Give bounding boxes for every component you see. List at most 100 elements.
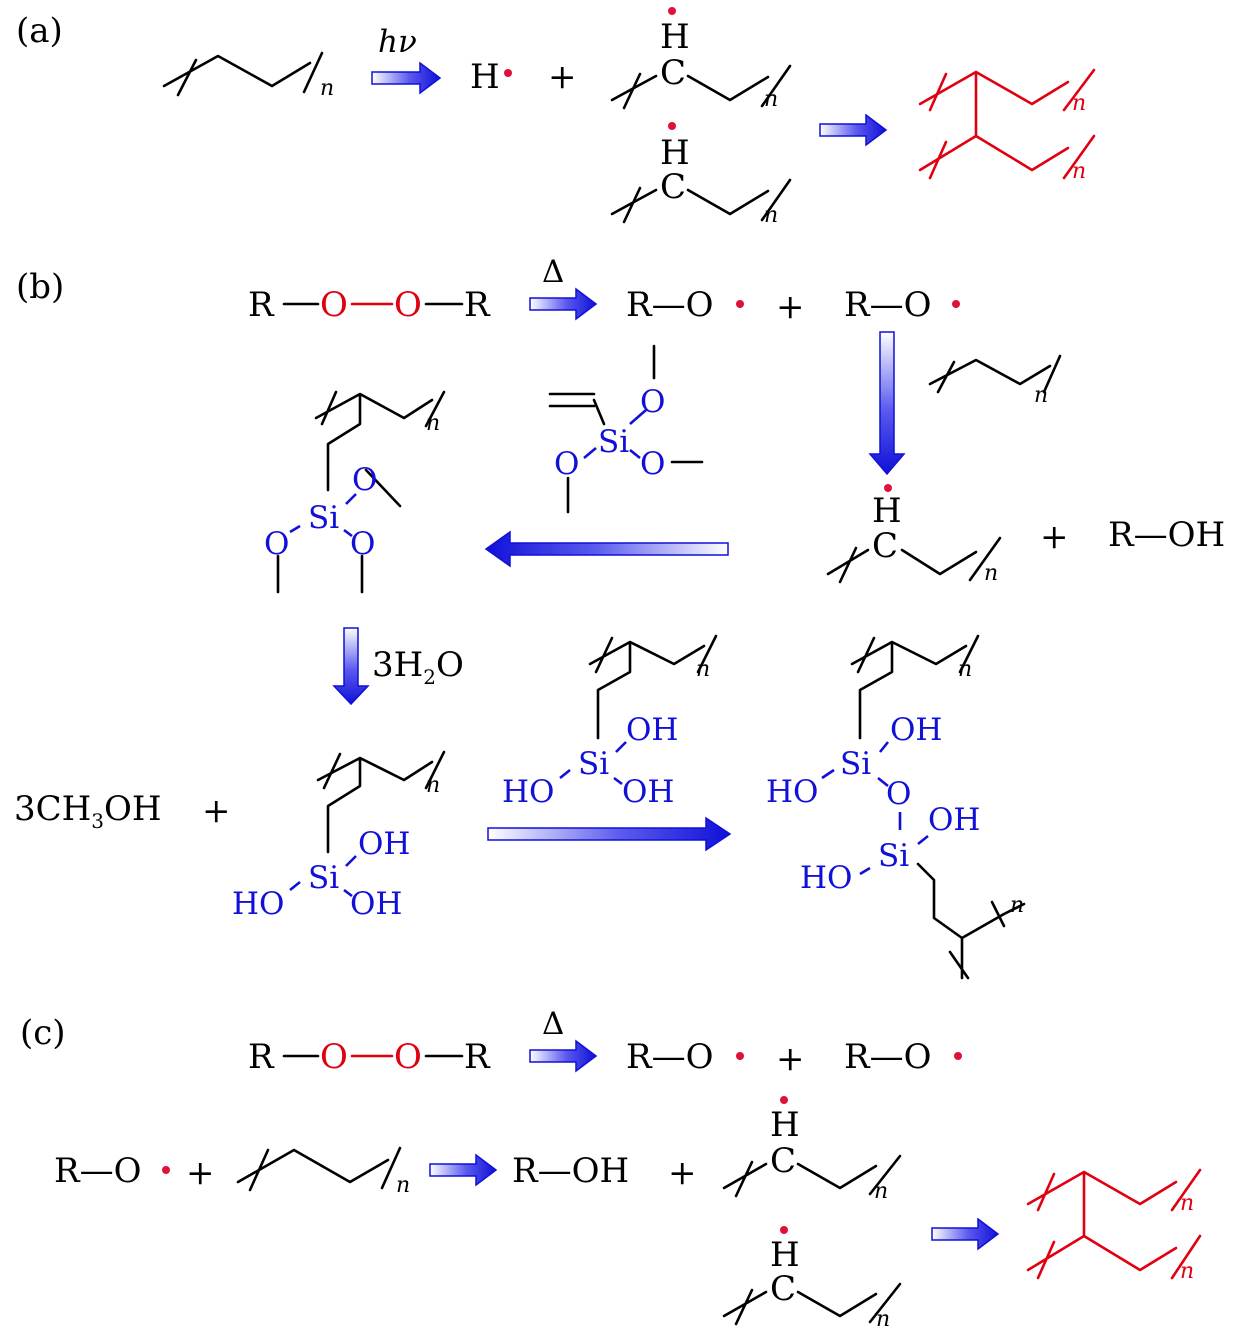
alkoxy-radical: R—O bbox=[626, 1037, 713, 1077]
hydroxyl: HO bbox=[232, 886, 284, 922]
hydroxyl: OH bbox=[358, 826, 410, 862]
hydroxyl: HO bbox=[502, 774, 554, 810]
oxygen-atom: O bbox=[320, 285, 348, 325]
arrow-hydrolysis bbox=[332, 627, 370, 706]
methanol-subscript: 3 bbox=[91, 809, 104, 833]
alkoxy-radical: R—O bbox=[626, 285, 713, 325]
polyethylene-b: n bbox=[928, 354, 1062, 408]
n-subscript: n bbox=[1010, 893, 1024, 918]
hv-label: hν bbox=[378, 24, 417, 60]
hydroxyl: OH bbox=[626, 712, 678, 748]
methanol-label: 3CH3OH bbox=[14, 789, 162, 833]
panel-label-c: (c) bbox=[20, 1013, 66, 1053]
radical-dot bbox=[952, 300, 960, 308]
peroxide-b: R O O R bbox=[248, 285, 491, 325]
c-atom: C bbox=[660, 53, 686, 93]
c-atom: C bbox=[872, 526, 898, 566]
n-subscript: n bbox=[1072, 91, 1086, 116]
radical-chain-c2: H C n bbox=[722, 1226, 902, 1332]
plus-sign: + bbox=[1040, 517, 1069, 557]
plus-sign: + bbox=[776, 287, 805, 327]
alkoxy-radical: R—O bbox=[844, 1037, 931, 1077]
arrow-left-b bbox=[484, 530, 729, 568]
h-atom: H bbox=[770, 1105, 800, 1145]
silicon-atom: Si bbox=[578, 746, 609, 782]
hydroxyl: HO bbox=[766, 774, 818, 810]
hydroxyl: OH bbox=[622, 774, 674, 810]
arrow-abstraction-c bbox=[429, 1153, 498, 1187]
panel-label-b: (b) bbox=[16, 267, 64, 307]
polyethylene-a1: n bbox=[162, 51, 334, 101]
oxygen-atom: O bbox=[394, 1037, 422, 1077]
water-subscript: 2 bbox=[423, 665, 436, 689]
alcohol-product: R—OH bbox=[512, 1151, 629, 1191]
oxygen-atom: O bbox=[320, 1037, 348, 1077]
methanol-coef: 3CH bbox=[14, 789, 91, 829]
silicon-atom: Si bbox=[598, 424, 629, 460]
arrow-down-b bbox=[868, 331, 906, 476]
radical-chain-b: H C n bbox=[826, 484, 1002, 586]
oxygen-atom: O bbox=[350, 526, 375, 562]
r-group: R bbox=[464, 285, 491, 325]
r-group: R bbox=[248, 1037, 275, 1077]
arrow-heat-c bbox=[529, 1039, 598, 1073]
water-coef: 3H bbox=[372, 645, 423, 685]
radical-dot bbox=[780, 1096, 788, 1104]
radical-dot bbox=[668, 7, 676, 15]
radical-dot bbox=[736, 300, 744, 308]
peroxide-c: R O O R bbox=[248, 1037, 491, 1077]
silanol-graft-1: n Si OH HO OH bbox=[232, 750, 446, 922]
silicon-atom: Si bbox=[878, 838, 909, 874]
plus-sign: + bbox=[202, 791, 231, 831]
alkoxy-radical: R—O bbox=[844, 285, 931, 325]
alkoxy-radical: R—O bbox=[54, 1151, 141, 1191]
n-subscript: n bbox=[1072, 159, 1086, 184]
oxygen-atom: O bbox=[352, 462, 377, 498]
n-subscript: n bbox=[396, 1173, 410, 1198]
h-atom: H bbox=[660, 17, 690, 57]
arrow-crosslink-a bbox=[819, 113, 888, 147]
radical-dot bbox=[162, 1166, 170, 1174]
crosslinked-product-c: n n bbox=[1026, 1168, 1202, 1284]
plus-sign: + bbox=[548, 57, 577, 97]
n-subscript: n bbox=[1034, 383, 1048, 408]
n-subscript: n bbox=[1180, 1191, 1194, 1216]
plus-sign: + bbox=[668, 1153, 697, 1193]
silicon-atom: Si bbox=[308, 500, 339, 536]
delta-label: Δ bbox=[542, 1006, 564, 1042]
n-subscript: n bbox=[764, 87, 778, 112]
oxygen-atom: O bbox=[394, 285, 422, 325]
crosslinked-product-a: n n bbox=[918, 68, 1096, 184]
h-atom: H bbox=[770, 1235, 800, 1275]
radical-dot bbox=[504, 69, 512, 77]
methanol-tail: OH bbox=[104, 789, 162, 829]
siloxane-product: n Si OH HO O Si OH HO n bbox=[766, 634, 1026, 980]
n-subscript: n bbox=[320, 76, 334, 101]
n-subscript: n bbox=[426, 411, 440, 436]
water-tail: O bbox=[436, 645, 464, 685]
n-subscript: n bbox=[874, 1179, 888, 1204]
radical-dot bbox=[780, 1226, 788, 1234]
radical-chain-a1: H C n bbox=[610, 7, 792, 112]
radical-chain-a2: H C n bbox=[610, 122, 792, 228]
h-atom: H bbox=[470, 57, 500, 97]
plus-sign: + bbox=[186, 1153, 215, 1193]
delta-label: Δ bbox=[542, 254, 564, 290]
h-atom: H bbox=[872, 491, 902, 531]
grafted-silane-b: n O Si O O bbox=[264, 390, 446, 594]
hydroxyl: HO bbox=[800, 860, 852, 896]
oxygen-atom: O bbox=[640, 446, 665, 482]
arrow-heat-b bbox=[529, 287, 598, 321]
oxygen-atom: O bbox=[554, 446, 579, 482]
c-atom: C bbox=[770, 1269, 796, 1309]
n-subscript: n bbox=[1180, 1259, 1194, 1284]
radical-dot bbox=[954, 1052, 962, 1060]
n-subscript: n bbox=[876, 1307, 890, 1332]
radical-dot bbox=[736, 1052, 744, 1060]
arrow-condensation bbox=[487, 816, 732, 852]
n-subscript: n bbox=[958, 657, 972, 682]
radical-dot bbox=[884, 484, 892, 492]
water-label: 3H2O bbox=[372, 645, 464, 689]
n-subscript: n bbox=[984, 561, 998, 586]
